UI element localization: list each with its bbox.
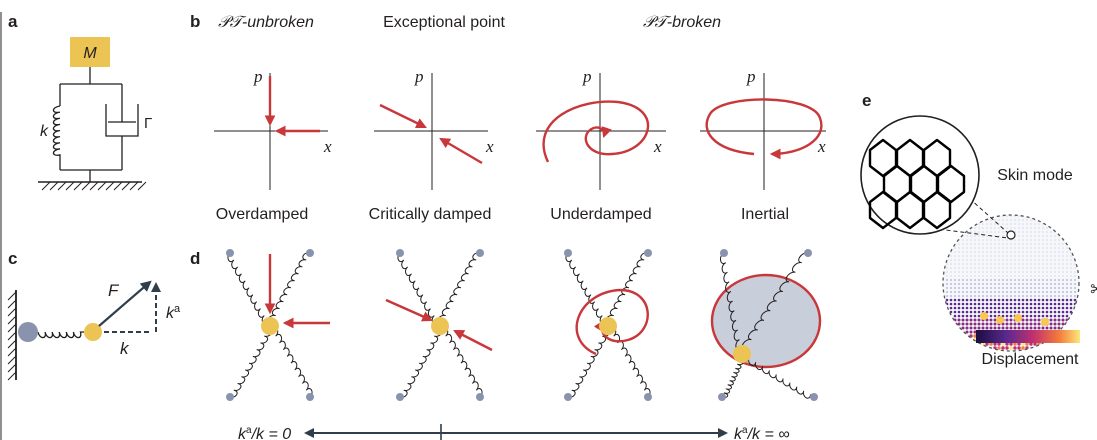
mass-block	[70, 37, 110, 67]
spring-coil	[52, 105, 61, 158]
label-critically-damped: Critically damped	[369, 206, 492, 223]
elliptic-trajectory	[705, 98, 823, 160]
spring-coil	[37, 331, 84, 339]
scissors-icon: ✂	[1090, 279, 1097, 301]
scale-left-label: ka/k = 0	[238, 425, 291, 440]
panel-c-letter: c	[8, 249, 17, 268]
axis-p-label: p	[582, 67, 592, 86]
phase-plot-critically-damped: p x	[374, 67, 494, 190]
trajectory-arrow	[453, 329, 493, 352]
spring-label: k	[40, 123, 49, 140]
zoom-spot	[1006, 230, 1016, 240]
label-inertial: Inertial	[741, 206, 789, 223]
panel-d-letter: d	[190, 249, 200, 268]
phase-plot-inertial: p x	[700, 67, 826, 190]
colorbar-label: Displacement	[982, 351, 1079, 368]
axis-p-label: p	[414, 67, 424, 86]
kagome-lattice	[868, 138, 966, 230]
panel-d: d	[190, 249, 822, 401]
transverse-label: ka	[166, 303, 181, 322]
wall-hatch	[7, 291, 17, 381]
axis-p-label: p	[746, 67, 756, 86]
panel-e-letter: e	[862, 91, 871, 110]
axis-x-label: x	[653, 137, 662, 156]
axis-x-label: x	[485, 137, 494, 156]
masses	[261, 317, 751, 363]
moving-mass	[84, 323, 102, 341]
panel-e: e Skin mode ✂ Displacement	[860, 91, 1097, 368]
panel-b-letter: b	[190, 12, 200, 31]
panel-b: b 𝒫𝒯-unbroken Exceptional point 𝒫𝒯-broke…	[190, 12, 826, 223]
axis-p-label: p	[253, 67, 263, 86]
header-exceptional-point: Exceptional point	[383, 14, 505, 31]
ground-hatch	[41, 181, 147, 191]
inertial-orbit	[710, 273, 822, 369]
axis-x-label: x	[323, 137, 332, 156]
spring-lattice	[227, 252, 815, 399]
axis-x-label: x	[817, 137, 826, 156]
force-label: F	[108, 281, 120, 300]
panel-a-letter: a	[8, 12, 18, 31]
spring-label-c: k	[120, 339, 130, 358]
mass-label: M	[83, 45, 97, 62]
phase-plot-underdamped: p x	[536, 67, 666, 190]
damper-label: Γ	[144, 115, 152, 132]
trajectory-arrow	[379, 103, 427, 129]
trajectory-arrow	[439, 137, 483, 165]
lattice-nodes	[226, 249, 818, 401]
fixed-node	[18, 322, 38, 342]
label-overdamped: Overdamped	[216, 206, 309, 223]
force-arrow	[98, 280, 152, 327]
panel-c: c F k ka	[7, 249, 181, 381]
trajectory-arrow	[385, 298, 433, 322]
panel-a: a M k Γ	[8, 12, 152, 191]
scale-right-label: ka/k = ∞	[734, 425, 790, 440]
label-underdamped: Underdamped	[550, 206, 651, 223]
spiral-trajectory	[575, 288, 649, 356]
spiral-trajectory	[542, 100, 650, 163]
skin-mode-label: Skin mode	[997, 167, 1073, 184]
header-pt-broken: 𝒫𝒯-broken	[643, 14, 721, 31]
disk-boundary	[942, 214, 1080, 352]
header-pt-unbroken: 𝒫𝒯-unbroken	[218, 14, 314, 31]
colorbar	[976, 330, 1080, 343]
phase-plot-overdamped: p x	[214, 67, 332, 190]
ratio-scale: ka/k = 0 ka/k = ∞	[238, 424, 790, 440]
